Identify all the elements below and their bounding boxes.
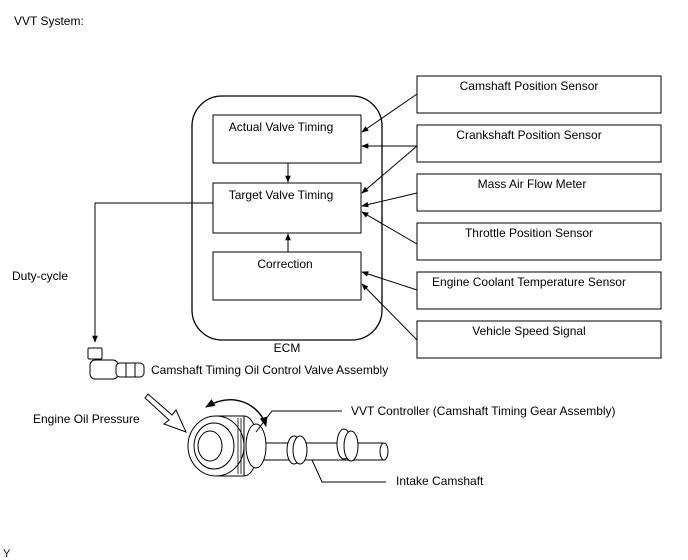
arrow-maf-to-target (361, 192, 418, 208)
rotation-arrow (205, 399, 268, 427)
arrow-crankshaft-to-target (361, 145, 418, 194)
sensor-box-engine-coolant-temp (416, 271, 662, 310)
oil-pressure-label: Engine Oil Pressure (33, 412, 140, 426)
gear-teeth (237, 418, 245, 474)
sensor-box-vehicle-speed (416, 320, 662, 359)
arrow-coolant-to-correction (361, 271, 418, 291)
duty-cycle-output-line (92, 202, 213, 343)
sensor-box-throttle-position (416, 222, 662, 261)
sensor-label-engine-coolant-temp: Engine Coolant Temperature Sensor (432, 275, 626, 289)
oil-pressure-arrow (144, 393, 187, 433)
ocv-label: Camshaft Timing Oil Control Valve Assemb… (151, 363, 388, 377)
oil-control-valve-drawing (87, 347, 145, 380)
sensor-label-mass-air-flow: Mass Air Flow Meter (478, 177, 587, 191)
correction-block (212, 251, 362, 301)
footer-mark: Y (3, 548, 11, 560)
arrow-speed-to-correction (361, 283, 418, 341)
ecm-box (191, 95, 383, 341)
vvt-controller-label: VVT Controller (Camshaft Timing Gear Ass… (351, 404, 616, 418)
diagram-title: VVT System: (14, 14, 84, 28)
camshaft-drawing (187, 415, 389, 477)
vvt-controller-leader (255, 410, 342, 433)
actual-valve-timing-block (212, 114, 362, 164)
actual-valve-timing-label: Actual Valve Timing (229, 120, 334, 134)
sensor-label-throttle-position: Throttle Position Sensor (465, 226, 593, 240)
sensor-box-camshaft-position (416, 75, 662, 114)
intake-camshaft-leader (311, 459, 386, 483)
arrow-camshaft-to-actual (361, 93, 418, 133)
ecm-label: ECM (274, 341, 301, 355)
correction-label: Correction (257, 257, 312, 271)
sensor-box-mass-air-flow (416, 173, 662, 212)
sensor-label-crankshaft-position: Crankshaft Position Sensor (456, 128, 601, 142)
target-valve-timing-block (212, 182, 362, 234)
target-valve-timing-label: Target Valve Timing (229, 188, 334, 202)
sensor-label-vehicle-speed: Vehicle Speed Signal (472, 324, 585, 338)
sensor-label-camshaft-position: Camshaft Position Sensor (460, 79, 599, 93)
sensor-box-crankshaft-position (416, 124, 662, 163)
intake-camshaft-label: Intake Camshaft (396, 474, 484, 488)
duty-cycle-label: Duty-cycle (12, 269, 68, 283)
arrow-throttle-to-target (361, 211, 418, 245)
